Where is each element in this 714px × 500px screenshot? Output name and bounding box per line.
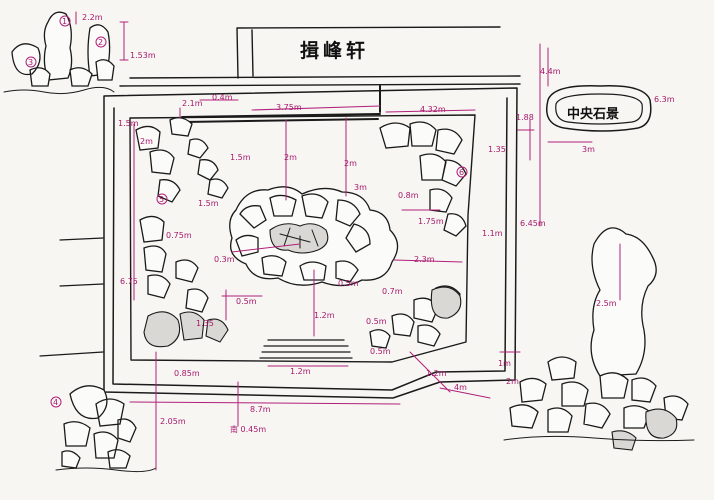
perimeter-rocks	[135, 117, 467, 349]
marker-circle-5	[156, 193, 168, 205]
dim-label: 4.4m	[540, 67, 561, 76]
dim-label: 0.4m	[212, 93, 233, 102]
dim-label: 6.75	[120, 277, 138, 286]
rockery-elevation-topleft	[3, 11, 129, 95]
dim-label: 2m	[140, 137, 153, 146]
dim-label: 0.5m	[338, 279, 359, 288]
rockery-elevation-bottomleft	[55, 385, 157, 473]
dim-label: 6.45m	[520, 219, 546, 228]
rockery-elevation-right	[503, 227, 695, 451]
dim-label: 0.5m	[366, 317, 387, 326]
dim-label: 6.3m	[654, 95, 675, 104]
dim-label: 0.8m	[398, 191, 419, 200]
dim-label: 1.35	[196, 319, 214, 328]
dim-label: 1.5m	[118, 119, 139, 128]
dim-label: 0.85m	[174, 369, 200, 378]
marker-label-4: 4	[53, 398, 58, 407]
feature-stone-name: 中央石景	[567, 106, 619, 122]
entry-steps	[259, 339, 353, 359]
marker-circle-3	[95, 36, 107, 48]
dim-label: 1.2m	[314, 311, 335, 320]
dim-label: 1.88	[516, 113, 534, 122]
dim-label: 1.35	[488, 145, 506, 154]
marker-circle-2	[25, 56, 37, 68]
dim-label: 0.5m	[370, 347, 391, 356]
marker-label-5: 5	[159, 195, 164, 204]
dim-label: 2m	[284, 153, 297, 162]
dim-label: 3.75m	[276, 103, 302, 112]
dim-label: 1.53m	[130, 51, 156, 60]
dim-label: 2m	[344, 159, 357, 168]
marker-circle-4	[50, 396, 62, 408]
dim-label: 4m	[454, 383, 467, 392]
dim-label: 0.7m	[382, 287, 403, 296]
dim-label: 南 0.45m	[230, 424, 266, 434]
dim-label: 1.5m	[230, 153, 251, 162]
marker-label-3: 2	[98, 38, 103, 47]
feature-stone-block: 中央石景	[546, 85, 652, 132]
dim-label: 2m	[506, 377, 519, 386]
dim-label: 1.5m	[198, 199, 219, 208]
dimension-lines	[129, 43, 621, 471]
dim-label: 3m	[354, 183, 367, 192]
dim-label: 2.1m	[182, 99, 203, 108]
dim-label: 1m	[498, 359, 511, 368]
marker-label-2: 3	[28, 58, 33, 67]
pavilion-block: 揖峰轩	[119, 26, 521, 87]
dim-label: 2.2m	[82, 13, 103, 22]
dim-label: 2.3m	[414, 255, 435, 264]
dim-label: 1.2m	[426, 369, 447, 378]
marker-label-1: 1	[62, 17, 67, 26]
dim-label: 3m	[582, 145, 595, 154]
dim-label: 0.5m	[236, 297, 257, 306]
marker-circle-6	[456, 166, 468, 178]
dim-label: 8.7m	[250, 405, 271, 414]
marker-circles: 1 3 2 4 5 6	[25, 15, 468, 408]
dim-label: 4.32m	[420, 105, 446, 114]
dim-label: 1.75m	[418, 217, 444, 226]
marker-circle-1	[59, 15, 71, 27]
dim-label: 0.75m	[166, 231, 192, 240]
dim-label: 2.05m	[160, 417, 186, 426]
dimension-labels: 2.2m 1.53m 2.1m 0.4m 3.75m 4.32m 4.4m 6.…	[82, 13, 675, 434]
dim-label: 1.2m	[290, 367, 311, 376]
pavilion-name: 揖峰轩	[300, 39, 369, 62]
dim-label: 0.3m	[214, 255, 235, 264]
dim-label: 2.5m	[596, 299, 617, 308]
dim-label: 1.1m	[482, 229, 503, 238]
marker-label-6: 6	[459, 168, 464, 177]
